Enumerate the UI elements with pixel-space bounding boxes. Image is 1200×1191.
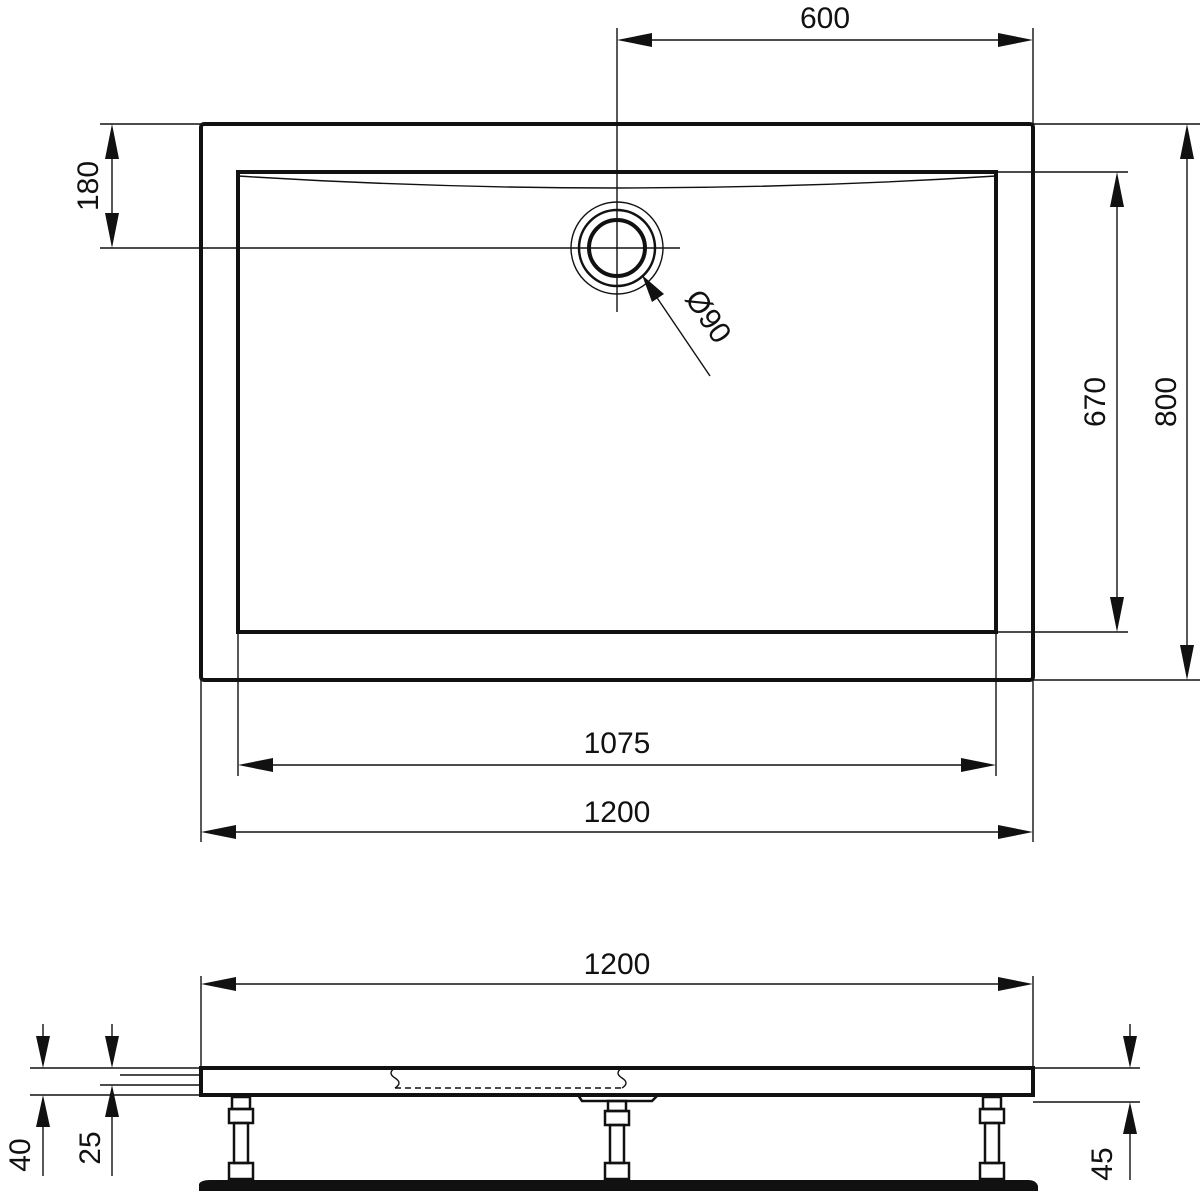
dim-height-tray-label: 25 bbox=[74, 1131, 107, 1164]
support-leg-right bbox=[978, 1095, 1006, 1181]
dim-height-total-label: 40 bbox=[4, 1138, 37, 1171]
dim-side-outer-width-label: 1200 bbox=[584, 948, 651, 981]
support-leg-left bbox=[227, 1095, 255, 1181]
dim-inner-width-label: 1075 bbox=[584, 727, 651, 760]
dim-drain-from-top: 180 bbox=[72, 123, 201, 248]
side-view: 1200 40 25 45 bbox=[4, 948, 1140, 1191]
dim-drain-diameter: Ø90 bbox=[642, 275, 737, 377]
dim-drain-from-top-label: 180 bbox=[72, 161, 105, 211]
dim-height-tray: 25 bbox=[74, 1024, 201, 1176]
dim-height-right: 45 bbox=[1033, 1024, 1140, 1181]
dim-inner-depth: 670 bbox=[996, 171, 1128, 633]
tray-side-profile bbox=[199, 1066, 1035, 1097]
dim-drain-diameter-label: Ø90 bbox=[678, 284, 737, 349]
support-leg-center bbox=[603, 1099, 631, 1181]
dim-height-right-label: 45 bbox=[1086, 1147, 1119, 1180]
dim-inner-depth-label: 670 bbox=[1079, 377, 1112, 427]
dim-outer-depth: 800 bbox=[1033, 123, 1200, 681]
floor-line bbox=[199, 1180, 1038, 1191]
dim-outer-width-label: 1200 bbox=[584, 796, 651, 829]
dim-height-total: 40 bbox=[4, 1024, 201, 1176]
dim-side-outer-width: 1200 bbox=[200, 948, 1034, 1068]
dim-drain-offset: 600 bbox=[617, 2, 1034, 124]
top-view: 600 180 Ø90 670 bbox=[72, 2, 1200, 842]
drain-outlet bbox=[100, 28, 680, 312]
dim-inner-width: 1075 bbox=[237, 632, 997, 776]
dim-drain-offset-label: 600 bbox=[800, 2, 850, 35]
dim-outer-depth-label: 800 bbox=[1150, 377, 1183, 427]
dim-outer-width: 1200 bbox=[200, 680, 1034, 842]
